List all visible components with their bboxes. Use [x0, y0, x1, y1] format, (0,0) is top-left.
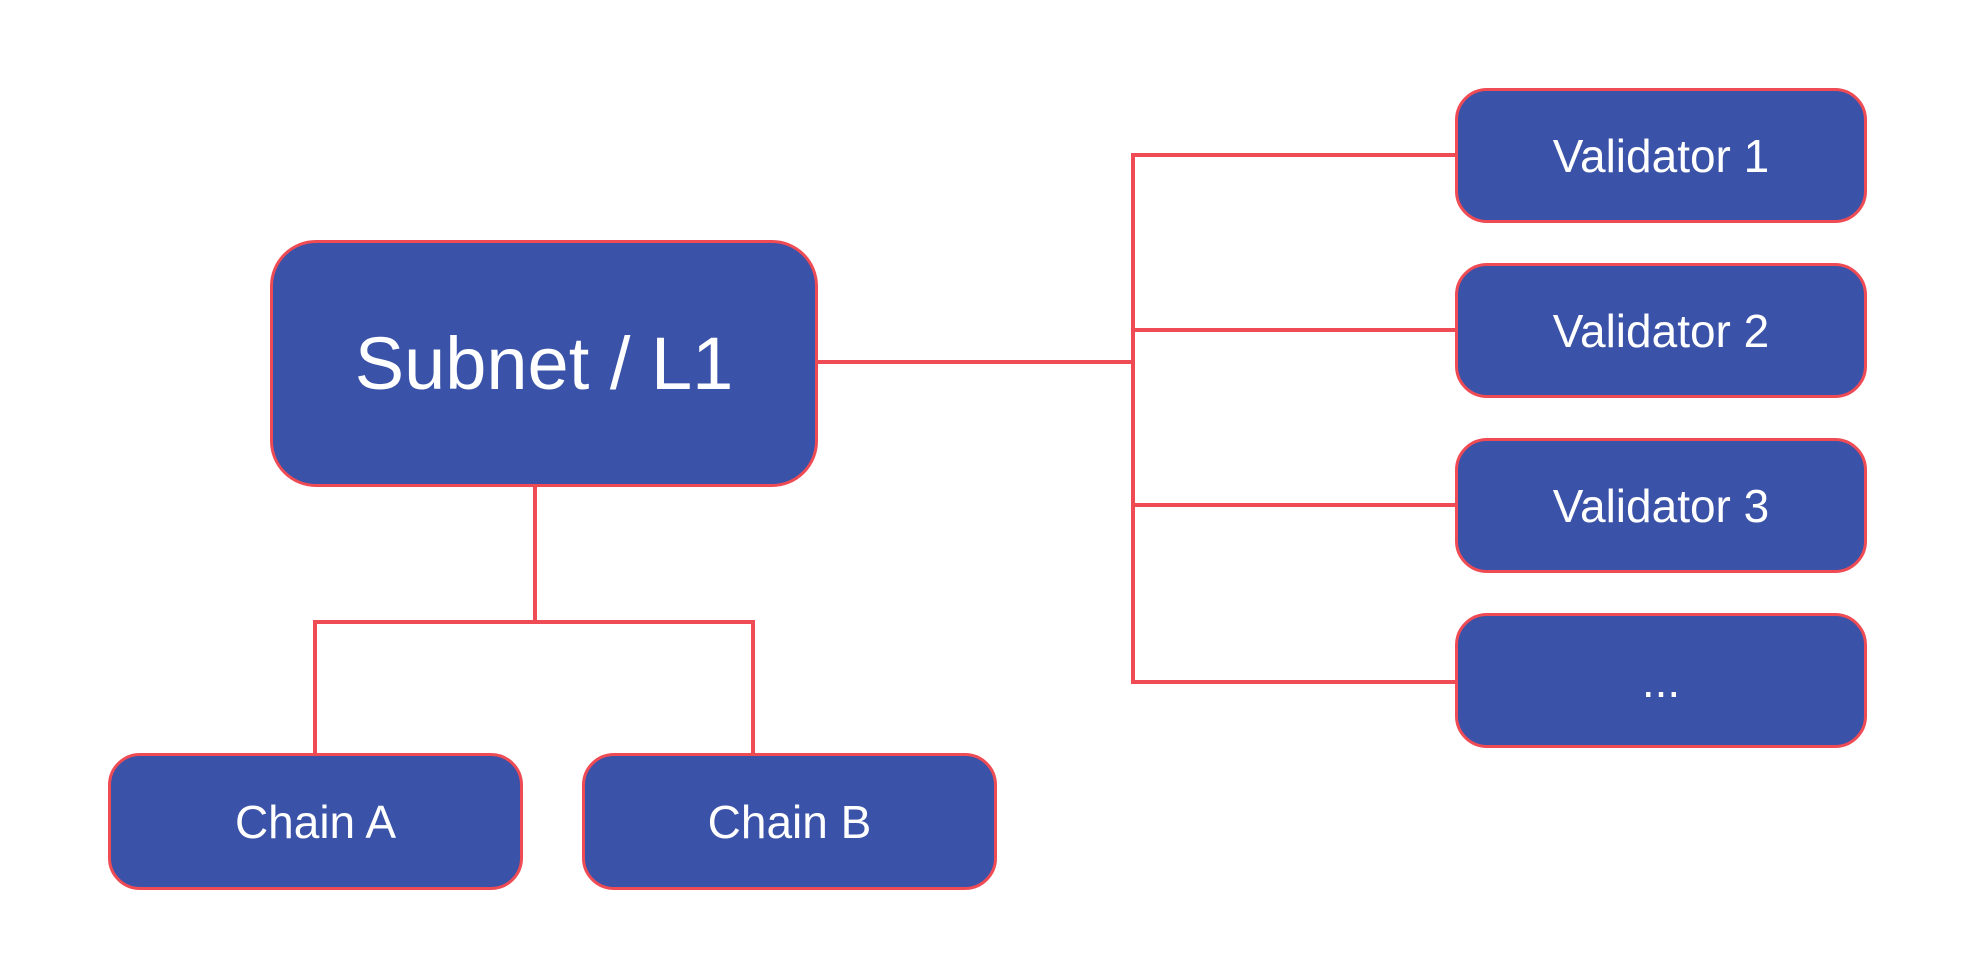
chain-a-node: Chain A [108, 753, 523, 890]
validator-3-node: Validator 3 [1455, 438, 1867, 573]
subnet-node: Subnet / L1 [270, 240, 818, 487]
connector-drop-chain-a [313, 620, 317, 753]
validator-1-node-label: Validator 1 [1552, 129, 1770, 182]
validator-more-node: ... [1455, 613, 1867, 748]
connector-branch-validator-1 [1131, 153, 1455, 157]
validator-2-node: Validator 2 [1455, 263, 1867, 398]
connector-drop-chain-b [751, 620, 755, 753]
chain-a-node-label: Chain A [234, 795, 397, 848]
connector-branch-validator-2 [1131, 328, 1455, 332]
chain-b-node: Chain B [582, 753, 997, 890]
validator-more-node-label: ... [1641, 654, 1681, 707]
connector-branch-validator-3 [1131, 503, 1455, 507]
connector-subnet-to-trunk [818, 360, 1135, 364]
connector-validator-trunk [1131, 153, 1135, 684]
validator-2-node-label: Validator 2 [1552, 304, 1770, 357]
validator-1-node: Validator 1 [1455, 88, 1867, 223]
chain-b-node-label: Chain B [707, 795, 872, 848]
connector-chain-bar [313, 620, 755, 624]
subnet-node-label: Subnet / L1 [354, 321, 734, 405]
connector-subnet-stem [533, 485, 537, 622]
validator-3-node-label: Validator 3 [1552, 479, 1770, 532]
connector-branch-validator-more [1131, 680, 1455, 684]
